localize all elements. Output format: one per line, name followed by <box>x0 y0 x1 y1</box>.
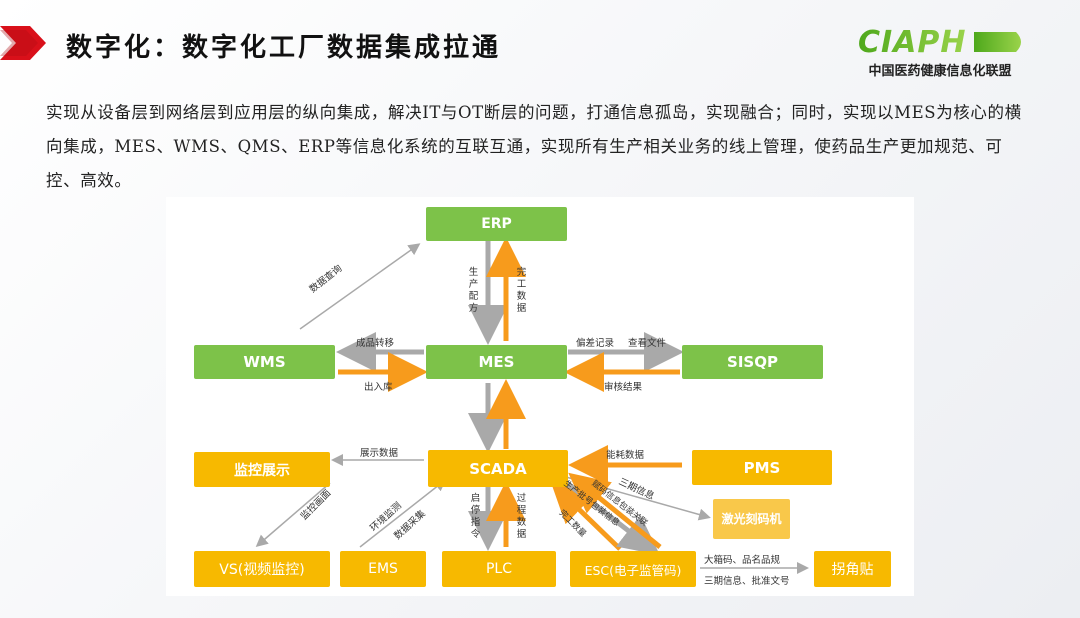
label-mes-wms: 成品转移 <box>356 338 395 349</box>
node-corner: 拐角贴 <box>814 551 891 587</box>
arrows-layer <box>255 237 809 574</box>
arrow-ems-to-scada <box>359 479 447 548</box>
node-monitor: 监控展示 <box>194 452 330 487</box>
label-mes-sisqp-1: 偏差记录 <box>576 338 615 349</box>
node-sisqp: SISQP <box>682 345 823 379</box>
integration-diagram: ERP WMS MES SISQP 监控展示 SCADA PMS 激光刻码机 V… <box>166 197 914 596</box>
label-mes-sisqp-2: 查看文件 <box>628 338 667 349</box>
label-esc-corner-2: 三期信息、批准文号 <box>704 576 790 587</box>
page-title: 数字化：数字化工厂数据集成拉通 <box>66 33 502 63</box>
label-scada-monitor: 展示数据 <box>360 448 399 459</box>
label-pms-scada: 能耗数据 <box>606 450 645 461</box>
arrow-esc-to-scada-2 <box>568 472 662 549</box>
title-arrow-icon <box>0 26 46 60</box>
node-wms: WMS <box>194 345 335 379</box>
node-plc: PLC <box>442 551 556 587</box>
arrow-wms-to-erp <box>299 243 421 330</box>
node-pms: PMS <box>692 450 832 485</box>
label-scada-plc: 启停指令 <box>470 493 481 540</box>
node-laser: 激光刻码机 <box>713 499 790 539</box>
node-scada: SCADA <box>428 450 568 487</box>
label-sisqp-mes: 审核结果 <box>604 382 643 393</box>
logo-subtitle: 中国医药健康信息化联盟 <box>868 64 1012 79</box>
node-erp: ERP <box>426 207 567 241</box>
label-mes-erp-up: 完工数据 <box>516 267 527 314</box>
node-ems: EMS <box>340 551 426 587</box>
arrow-monitor-to-vs <box>255 482 331 547</box>
svg-text:CIAPH: CIAPH <box>858 25 967 60</box>
label-wms-mes: 出入库 <box>364 382 393 393</box>
node-mes: MES <box>426 345 567 379</box>
node-esc: ESC(电子监管码) <box>570 551 696 587</box>
label-esc-corner-1: 大箱码、品名品规 <box>704 555 781 566</box>
intro-paragraph: 实现从设备层到网络层到应用层的纵向集成，解决IT与OT断层的问题，打通信息孤岛，… <box>46 103 1022 190</box>
label-erp-mes-down: 生产配方 <box>468 267 479 314</box>
label-plc-scada: 过程数据 <box>516 493 527 540</box>
ciaph-logo: CIAPH <box>858 25 1021 60</box>
node-vs: VS(视频监控) <box>194 551 330 587</box>
